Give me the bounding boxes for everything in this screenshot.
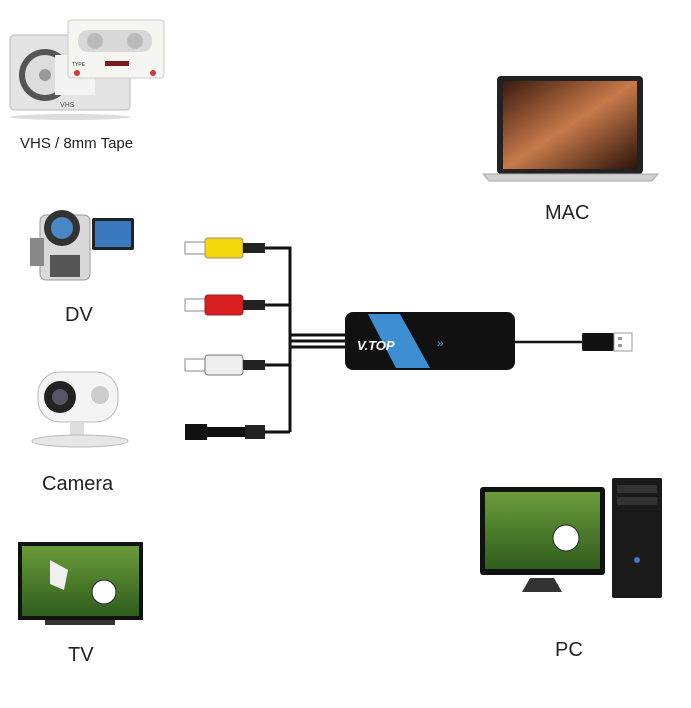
- pc-image: [480, 478, 662, 598]
- yellow-rca-connector: [184, 237, 265, 259]
- mac-label: MAC: [545, 202, 590, 224]
- white-rca-connector: [184, 354, 265, 376]
- tv-label: TV: [68, 644, 94, 666]
- dv-label: DV: [65, 304, 93, 326]
- dongle-brand-logo: V.TOP: [357, 338, 395, 353]
- tv-image: [18, 542, 143, 625]
- pc-label: PC: [555, 639, 583, 661]
- video-capture-dongle: V.TOP »: [345, 312, 515, 370]
- usb-plug: [582, 332, 633, 352]
- red-rca-connector: [184, 294, 265, 316]
- vhs-label: VHS / 8mm Tape: [20, 135, 134, 152]
- dongle-arrows-icon: »: [437, 336, 444, 350]
- camera-label: Camera: [42, 473, 114, 495]
- vhs-tape-image: VHS TYPE: [9, 19, 165, 120]
- dv-camcorder-image: [30, 210, 134, 281]
- laptop-image: [481, 76, 660, 182]
- cassette-type-text: TYPE: [72, 62, 86, 68]
- vhs-tape-text: VHS: [60, 102, 75, 109]
- ip-camera-image: [31, 371, 129, 448]
- s-video-connector: [185, 424, 265, 440]
